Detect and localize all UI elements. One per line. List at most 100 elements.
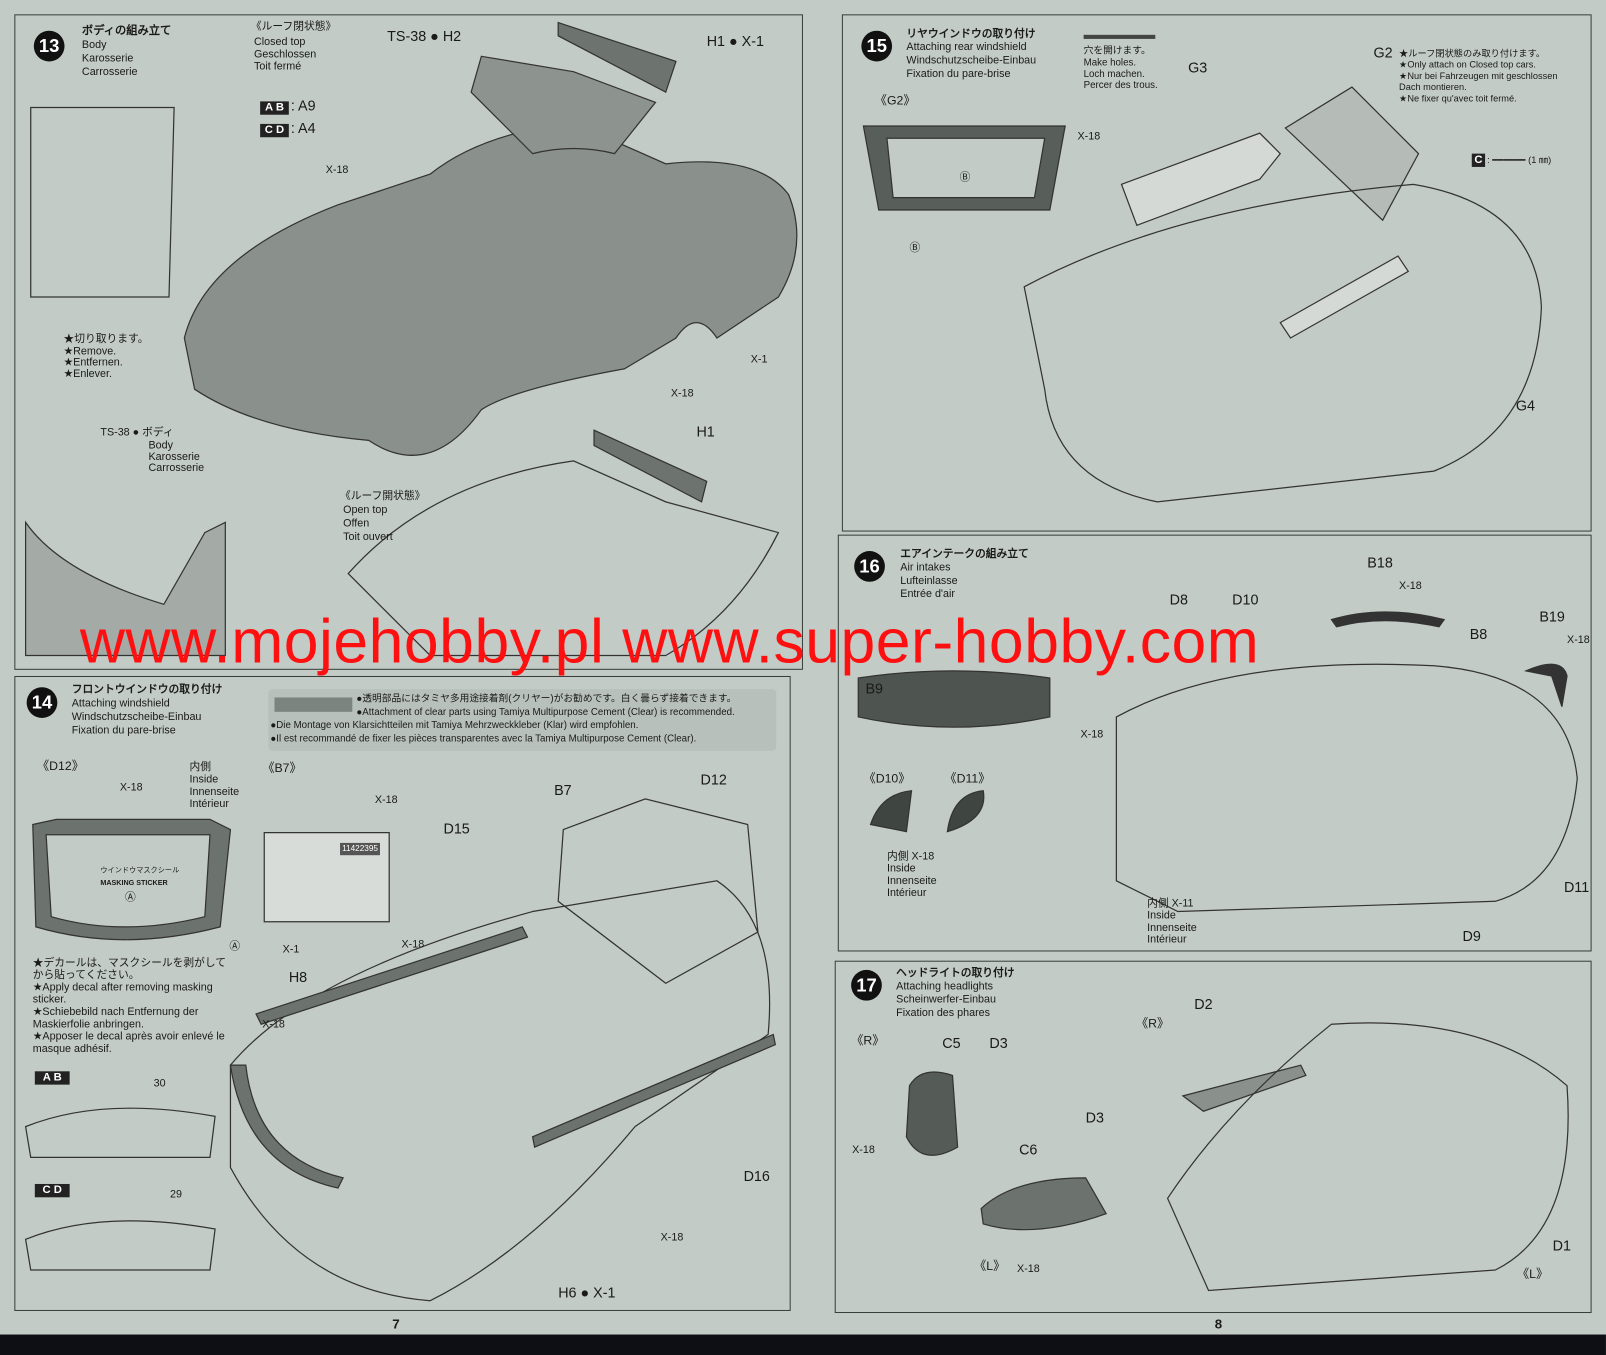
inset-body-edge bbox=[24, 520, 226, 657]
part-d15: D15 bbox=[443, 820, 470, 837]
rear-window-g3 bbox=[1120, 132, 1282, 227]
part-b7: B7 bbox=[554, 781, 572, 798]
rear-window-glass bbox=[886, 137, 1046, 199]
step-number-badge: 17 bbox=[851, 969, 882, 1001]
cement-x18: X-18 bbox=[660, 1231, 684, 1244]
cd-box: C D bbox=[34, 1183, 70, 1198]
decal-29: 29 bbox=[170, 1188, 182, 1201]
step-title: Fixation du pare-brise bbox=[906, 67, 1011, 80]
page-number-left: 7 bbox=[392, 1316, 400, 1332]
decal-note: Maskierfolie anbringen. bbox=[32, 1018, 144, 1031]
decal-note: ★Apply decal after removing masking bbox=[32, 981, 213, 994]
grille-b bbox=[857, 670, 1051, 728]
part-d3: D3 bbox=[989, 1034, 1008, 1051]
holes-note: Percer des trous. bbox=[1083, 79, 1158, 92]
watermark: www.mojehobby.pl www.super-hobby.com bbox=[79, 606, 1260, 676]
part-a4: : A4 bbox=[290, 119, 316, 137]
inside-label: Intérieur bbox=[886, 886, 927, 900]
car-body-front bbox=[229, 880, 771, 1302]
step-title: フロントウインドウの取り付け bbox=[71, 683, 223, 696]
car-front-body bbox=[1115, 663, 1578, 913]
part-b19: B19 bbox=[1539, 608, 1565, 625]
step-title: Attaching rear windshield bbox=[906, 40, 1027, 54]
sill-strip-right bbox=[531, 1033, 777, 1148]
part-label-h1: H1 ● X-1 bbox=[706, 32, 764, 50]
remove-note: ★Entfernen. bbox=[63, 356, 123, 369]
g2-header: 《G2》 bbox=[874, 93, 916, 108]
ab-box: A B bbox=[260, 101, 289, 115]
step-14-panel bbox=[14, 675, 791, 1311]
version-ab-label: A B: A9 bbox=[260, 97, 316, 115]
cement-x18: X-18 bbox=[1399, 579, 1422, 592]
windshield-inner bbox=[45, 834, 211, 928]
part-d12: D12 bbox=[700, 771, 727, 788]
inside-label: Innenseite bbox=[189, 785, 240, 798]
part-d3: D3 bbox=[1085, 1109, 1104, 1126]
step-title-en: Body bbox=[81, 38, 107, 52]
g2-note: Dach montieren. bbox=[1399, 81, 1467, 93]
headlight-l bbox=[980, 1177, 1108, 1231]
inside-label: 内側 bbox=[189, 760, 211, 774]
cement-x18: X-18 bbox=[262, 1018, 285, 1031]
hood-edge bbox=[229, 1064, 345, 1189]
remove-note: ★Remove. bbox=[63, 345, 117, 358]
step-number-badge: 16 bbox=[854, 551, 885, 582]
step-title: Attaching windshield bbox=[71, 697, 170, 710]
d12-header: 《D12》 bbox=[36, 758, 85, 774]
drill-size-text: : ━━━━━━ (1 ㎜) bbox=[1487, 154, 1552, 165]
sill-strip bbox=[255, 926, 529, 1025]
step-title: ヘッドライトの取り付け bbox=[896, 966, 1015, 980]
masking-sticker-text: MASKING STICKER bbox=[100, 879, 168, 887]
step-17-panel bbox=[834, 960, 1592, 1314]
part-d2: D2 bbox=[1194, 995, 1213, 1012]
part-d11: D11 bbox=[1563, 878, 1590, 896]
roof-panel-h2 bbox=[470, 55, 657, 155]
cement-x18: X-18 bbox=[1077, 130, 1101, 143]
right-side-label: 《R》 bbox=[851, 1033, 885, 1048]
decal-note: から貼ってください。 bbox=[32, 968, 140, 982]
cement-x1: X-1 bbox=[282, 943, 300, 956]
step-title: Fixation des phares bbox=[896, 1006, 991, 1020]
part-label-h2: TS-38 ● H2 bbox=[387, 27, 462, 45]
inside-label: Innenseite bbox=[1147, 921, 1197, 935]
part-label-h1: H1 bbox=[696, 422, 715, 440]
open-top-label: Open top bbox=[343, 503, 388, 517]
step-title-jp: ボディの組み立て bbox=[81, 24, 172, 37]
b-marker: Ⓑ bbox=[959, 171, 971, 184]
inset-frame bbox=[30, 106, 175, 298]
step-13-panel bbox=[14, 14, 803, 670]
b7-header: 《B7》 bbox=[262, 760, 302, 776]
closed-top-label: Geschlossen bbox=[254, 48, 317, 61]
paint-body-label: TS-38 ● ボディ bbox=[100, 426, 174, 439]
g2-note: ★Nur bei Fahrzeugen mit geschlossen bbox=[1399, 70, 1558, 81]
version-ab: A B bbox=[34, 1067, 72, 1085]
closed-top-label: Toit fermé bbox=[254, 60, 302, 73]
part-cd-view bbox=[24, 1220, 216, 1271]
part-g3: G3 bbox=[1188, 59, 1208, 76]
step-15-panel bbox=[841, 14, 1592, 532]
part-h6: H6 ● X-1 bbox=[558, 1284, 616, 1301]
step-title: Windschutzscheibe-Einbau bbox=[71, 710, 202, 724]
part-g2: G2 bbox=[1373, 44, 1393, 61]
closed-top-label: 《ルーフ閉状態》 bbox=[250, 20, 337, 33]
cement-note-line: ●透明部品にはタミヤ多用途接着剤(クリヤー)がお勧めです。白く曇らず接着できます… bbox=[356, 693, 737, 705]
cement-x18: X-18 bbox=[1017, 1262, 1040, 1276]
part-c5: C5 bbox=[942, 1034, 961, 1051]
open-top-label: Toit ouvert bbox=[343, 530, 393, 543]
step-title-de: Karosserie bbox=[81, 52, 134, 65]
decal-note: masque adhésif. bbox=[32, 1042, 112, 1055]
spoiler-h1-top bbox=[557, 21, 677, 94]
part-h8: H8 bbox=[288, 968, 308, 986]
step-title-fr: Carrosserie bbox=[81, 65, 138, 78]
step-title: エアインテークの組み立て bbox=[900, 547, 1029, 561]
part-b9: B9 bbox=[865, 680, 883, 697]
holes-note: Loch machen. bbox=[1083, 68, 1145, 80]
left-side-label: 《L》 bbox=[974, 1258, 1006, 1274]
step-title: Scheinwerfer-Einbau bbox=[896, 993, 997, 1006]
step-title: Air intakes bbox=[900, 561, 951, 574]
cement-x18: X-18 bbox=[374, 793, 398, 807]
cement-x18: X-18 bbox=[1567, 633, 1590, 647]
step-number-badge: 15 bbox=[861, 30, 893, 62]
holes-note: 穴を開けます。 bbox=[1083, 45, 1151, 57]
